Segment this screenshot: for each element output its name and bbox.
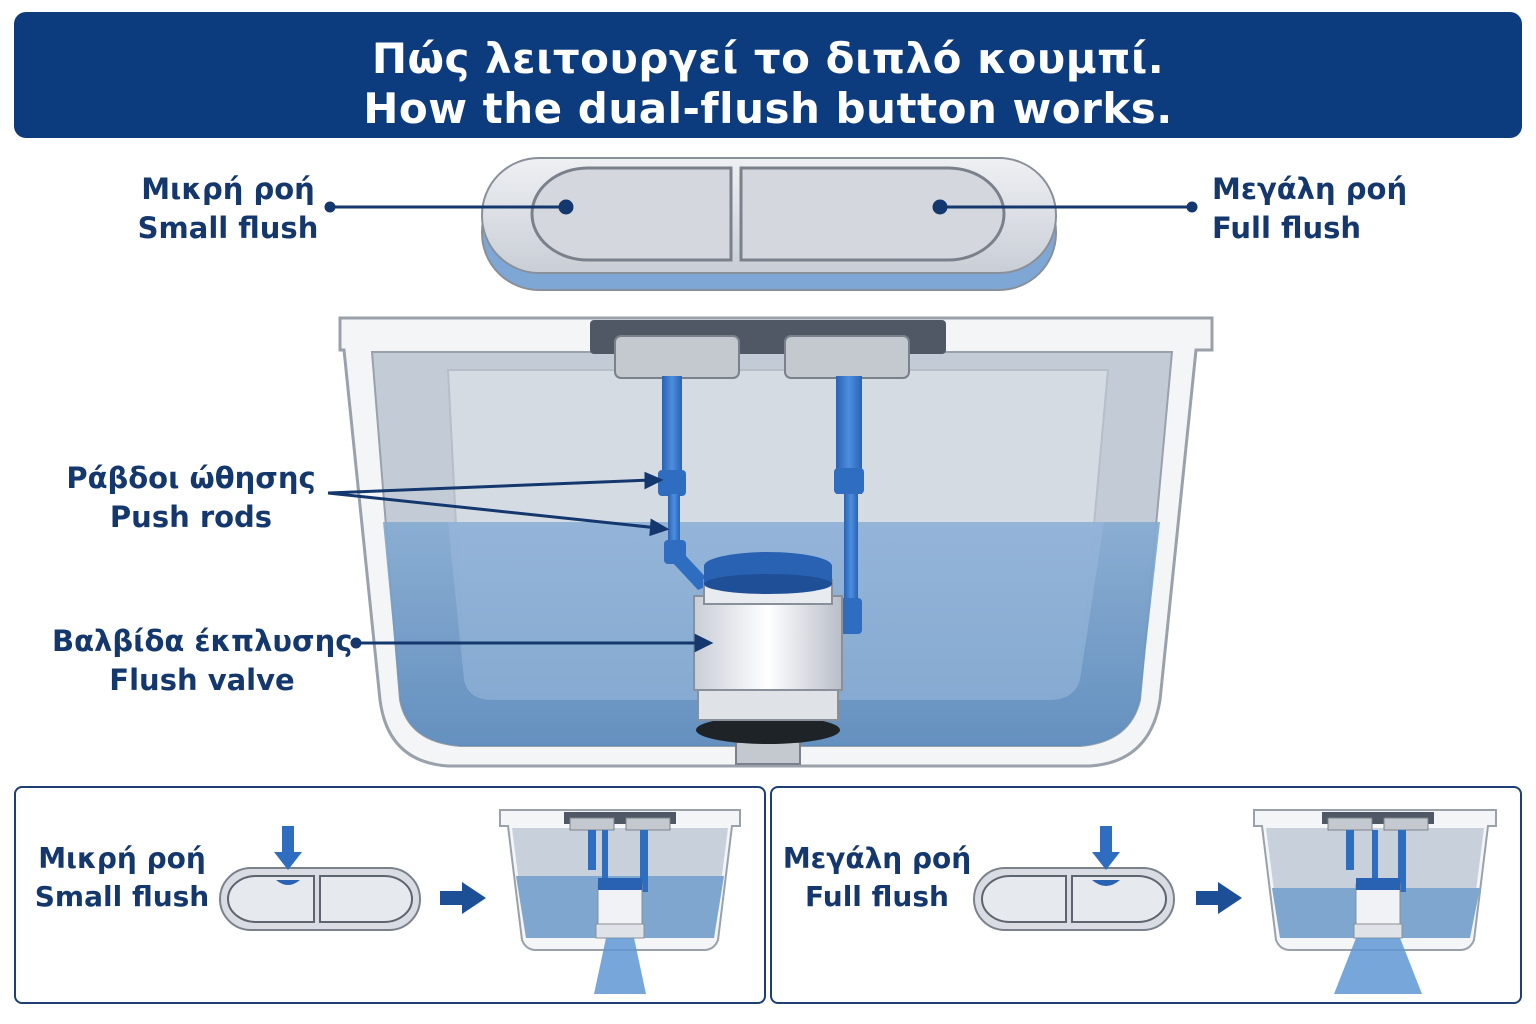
label-full-flush: Μεγάλη ροή Full flush: [1212, 170, 1452, 248]
cistern-tank: [338, 316, 1214, 768]
label-push-rods: Ράβδοι ώθησης Push rods: [60, 459, 322, 537]
main-illustration: [324, 157, 1214, 768]
label-push-rods-en: Push rods: [109, 500, 273, 534]
panel-full-flush-label: Μεγάλη ροή Full flush: [782, 840, 972, 916]
label-flush-valve-el: Βαλβίδα έκπλυσης: [52, 624, 353, 658]
panel-full-flush-art: [973, 809, 1497, 994]
label-small-flush: Μικρή ροή Small flush: [130, 170, 326, 248]
label-full-flush-el: Μεγάλη ροή: [1212, 172, 1408, 206]
panel-full-flush-en: Full flush: [805, 880, 949, 913]
dual-flush-plate: [481, 157, 1057, 291]
title-greek: Πώς λειτουργεί το διπλό κουμπί.: [371, 34, 1165, 83]
panel-small-flush: Μικρή ροή Small flush: [14, 786, 766, 1004]
label-push-rods-el: Ράβδοι ώθησης: [66, 461, 316, 495]
mini-tank-full: [1253, 809, 1497, 994]
right-arrow-icon: [1196, 882, 1242, 914]
label-flush-valve: Βαλβίδα έκπλυσης Flush valve: [52, 622, 352, 700]
title-banner: Πώς λειτουργεί το διπλό κουμπί. How the …: [14, 12, 1522, 138]
panel-full-flush-el: Μεγάλη ροή: [782, 842, 972, 875]
push-rods-leaders: [327, 471, 670, 537]
flush-valve-leader: [350, 633, 714, 653]
label-full-flush-en: Full flush: [1212, 211, 1362, 245]
label-small-flush-en: Small flush: [137, 211, 319, 245]
title-english: How the dual-flush button works.: [363, 84, 1173, 133]
label-small-flush-el: Μικρή ροή: [141, 172, 315, 206]
panel-small-flush-label: Μικρή ροή Small flush: [30, 840, 214, 916]
mini-flush-plate: [973, 867, 1175, 931]
panel-small-flush-en: Small flush: [34, 880, 210, 913]
down-arrow-icon: [1092, 826, 1120, 870]
right-arrow-icon: [440, 882, 486, 914]
panel-full-flush: Μεγάλη ροή Full flush: [770, 786, 1522, 1004]
flush-valve: [693, 552, 843, 765]
panel-small-flush-art: [219, 809, 741, 994]
push-rods: [658, 376, 864, 634]
mini-flush-plate: [219, 867, 421, 931]
small-flush-button[interactable]: [530, 166, 733, 262]
full-flush-button[interactable]: [739, 166, 1006, 262]
down-arrow-icon: [274, 826, 302, 870]
label-flush-valve-en: Flush valve: [109, 663, 295, 697]
top-leaders: [324, 199, 1198, 215]
panel-small-flush-el: Μικρή ροή: [38, 842, 206, 875]
mini-tank-small: [499, 809, 741, 994]
